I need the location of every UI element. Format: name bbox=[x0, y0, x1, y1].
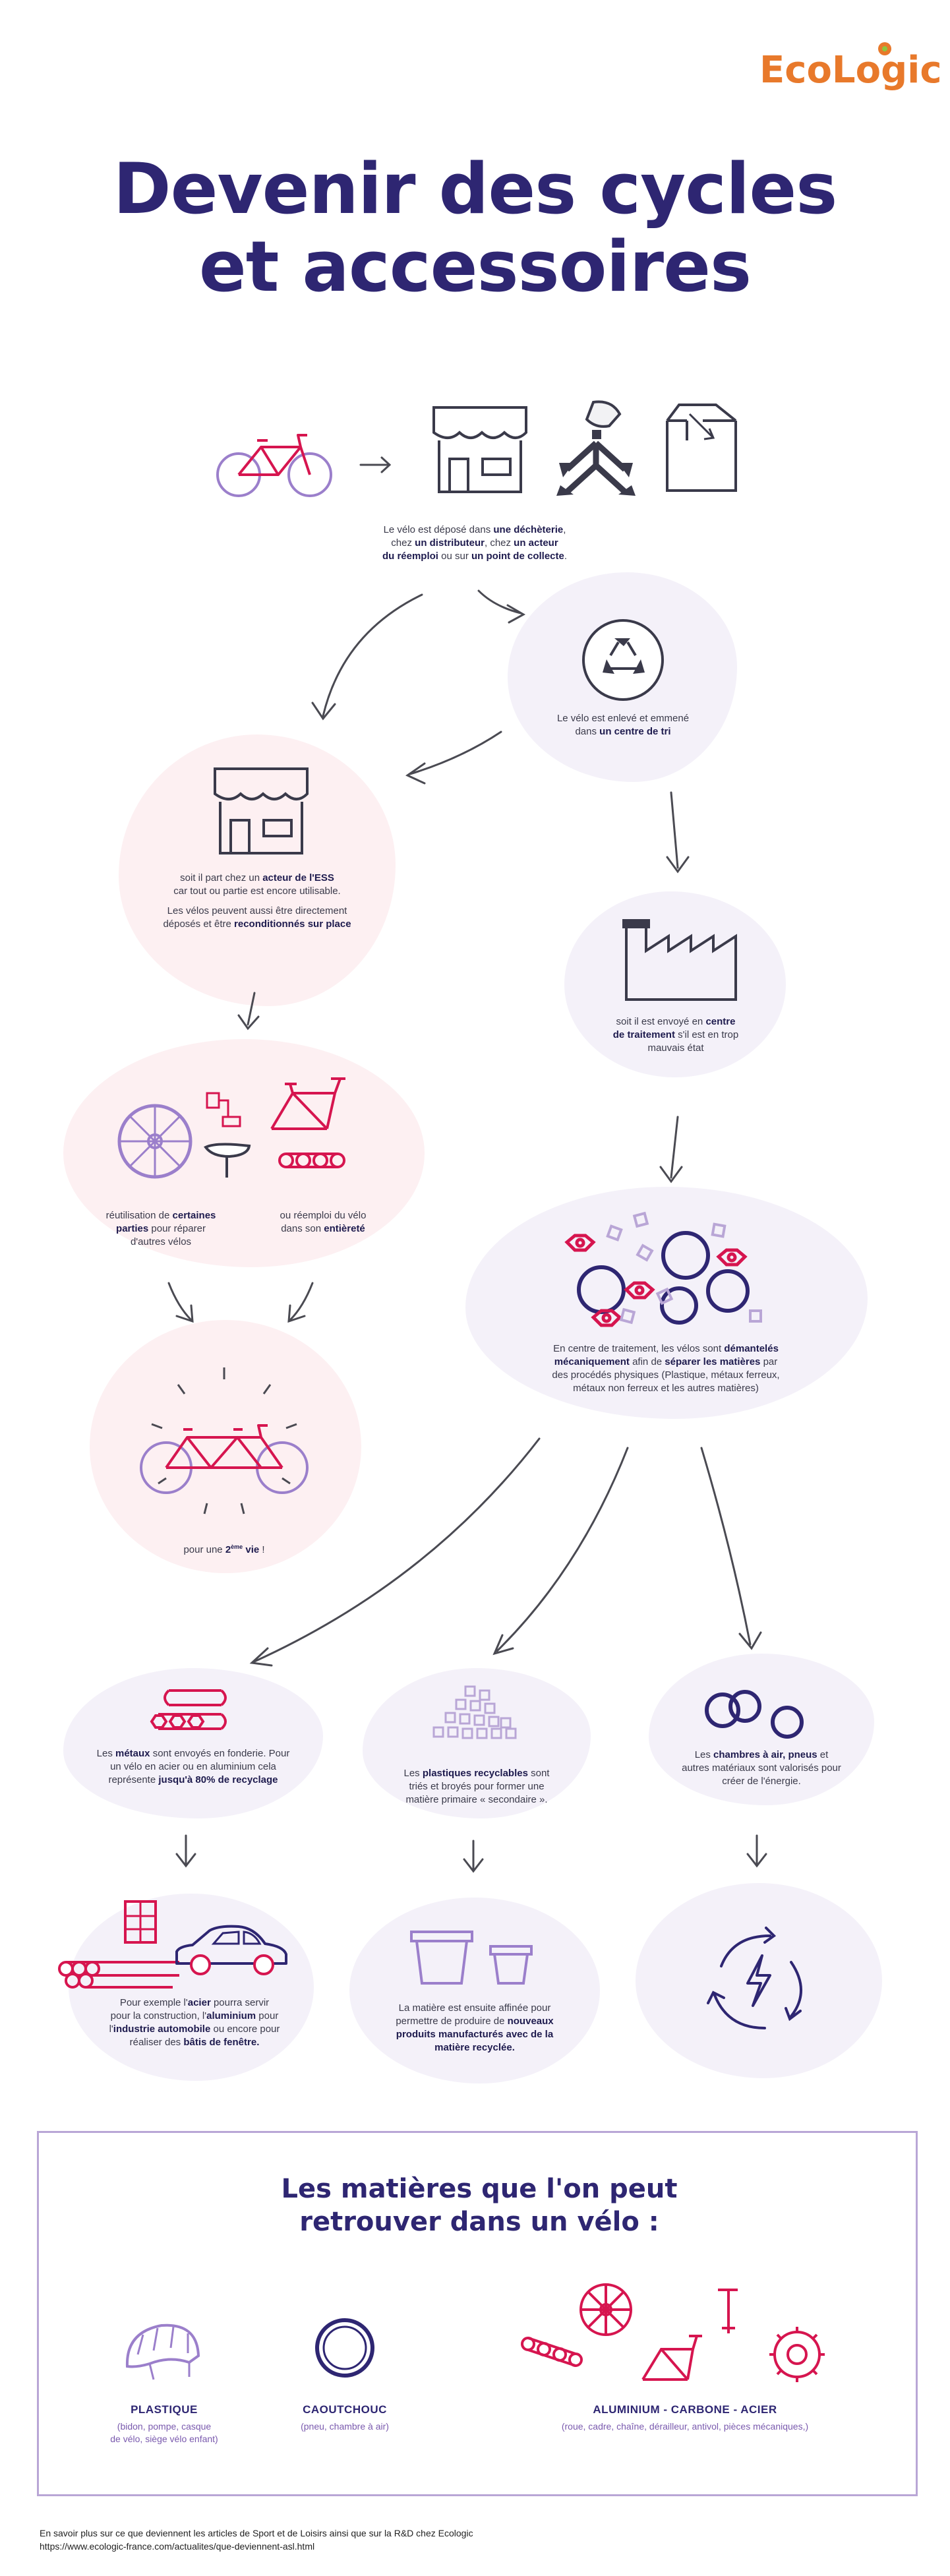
frame-icon bbox=[270, 1077, 345, 1130]
tubes-blob bbox=[649, 1654, 874, 1805]
chain-icon bbox=[278, 1153, 345, 1168]
steel-beams-icon bbox=[58, 1961, 179, 1989]
steel-text: Pour exemple l'acier pourra servir pour … bbox=[109, 1997, 280, 2048]
recycle-bin-icon bbox=[666, 404, 737, 492]
tire-icon bbox=[315, 2318, 374, 2378]
window-icon bbox=[124, 1900, 157, 1944]
treatment-text: soit il est envoyé en centre de traiteme… bbox=[612, 1016, 739, 1054]
saddle-icon bbox=[204, 1143, 251, 1178]
material-desc-plastique: (bidon, pompe, casque de vélo, siège vél… bbox=[110, 2421, 218, 2444]
helmet-icon bbox=[125, 2323, 200, 2380]
plastic-pellets-icon bbox=[432, 1685, 517, 1739]
reuse-whole-text: ou réemploi du vélo dans son entièreté bbox=[280, 1210, 367, 1234]
plastics-blob bbox=[363, 1668, 591, 1818]
second-life-blob bbox=[90, 1320, 361, 1573]
products-text: La matière est ensuite affinée pour perm… bbox=[396, 2002, 554, 2053]
recycle-icon bbox=[582, 619, 664, 701]
plastics-text: Les plastiques recyclables sont triés et… bbox=[403, 1768, 550, 1805]
sorting-text: Le vélo est enlevé et emmené dans un cen… bbox=[556, 713, 690, 737]
page-title: Devenir des cycles et accessoires bbox=[113, 148, 838, 307]
sorting-hand-icon bbox=[556, 400, 636, 496]
shop-icon bbox=[432, 406, 527, 493]
ess-blob bbox=[119, 734, 396, 1006]
metals-text: Les métaux sont envoyés en fonderie. Pou… bbox=[96, 1748, 290, 1785]
metal-bars-icon bbox=[150, 1689, 227, 1730]
reuse-parts-text: réutilisation de certaines parties pour … bbox=[105, 1210, 216, 1247]
tandem-bike-icon bbox=[140, 1367, 309, 1514]
wheel-icon bbox=[117, 1104, 193, 1179]
pedal-icon bbox=[206, 1092, 241, 1127]
arrow-right-icon bbox=[359, 456, 392, 473]
material-name-caoutchouc: CAOUTCHOUC bbox=[303, 2403, 387, 2416]
car-icon bbox=[175, 1925, 287, 1975]
energy-blob bbox=[636, 1883, 882, 2078]
inner-tubes-icon bbox=[705, 1690, 804, 1739]
material-desc-metals: (roue, cadre, chaîne, dérailleur, antivo… bbox=[561, 2421, 809, 2432]
plant-pots-icon bbox=[410, 1931, 533, 1985]
logo-dot-icon bbox=[878, 42, 891, 55]
dismantled-parts-icon bbox=[564, 1211, 762, 1327]
material-desc-caoutchouc: (pneu, chambre à air) bbox=[301, 2421, 389, 2432]
deposit-text: Le vélo est déposé dans une déchèterie, … bbox=[382, 524, 568, 562]
products-blob bbox=[349, 1898, 600, 2083]
material-name-metals: ALUMINIUM - CARBONE - ACIER bbox=[593, 2403, 777, 2416]
metals-blob bbox=[63, 1668, 323, 1818]
treatment-blob bbox=[564, 891, 786, 1077]
ess-text: soit il part chez un acteur de l'ESS car… bbox=[163, 872, 351, 930]
dismantle-text: En centre de traitement, les vélos sont … bbox=[552, 1343, 780, 1394]
material-name-plastique: PLASTIQUE bbox=[131, 2403, 198, 2416]
second-life-text: pour une 2ème vie ! bbox=[183, 1543, 265, 1555]
factory-icon bbox=[622, 919, 737, 1001]
energy-cycle-icon bbox=[707, 1927, 802, 2029]
bicycle-icon bbox=[216, 434, 332, 497]
metal-parts-icon bbox=[521, 2283, 825, 2382]
ecologic-logo: EcoLogic bbox=[759, 42, 942, 92]
tubes-text: Les chambres à air, pneus et autres maté… bbox=[682, 1749, 841, 1787]
dismantle-blob bbox=[465, 1187, 868, 1419]
materials-title: Les matières que l'on peut retrouver dan… bbox=[281, 2174, 678, 2237]
footer-link[interactable]: https://www.ecologic-france.com/actualit… bbox=[40, 2541, 315, 2552]
ess-shop-icon bbox=[214, 767, 309, 854]
materials-panel: Les matières que l'on peut retrouver dan… bbox=[37, 2131, 918, 2496]
footer: En savoir plus sur ce que deviennent les… bbox=[40, 2528, 473, 2552]
